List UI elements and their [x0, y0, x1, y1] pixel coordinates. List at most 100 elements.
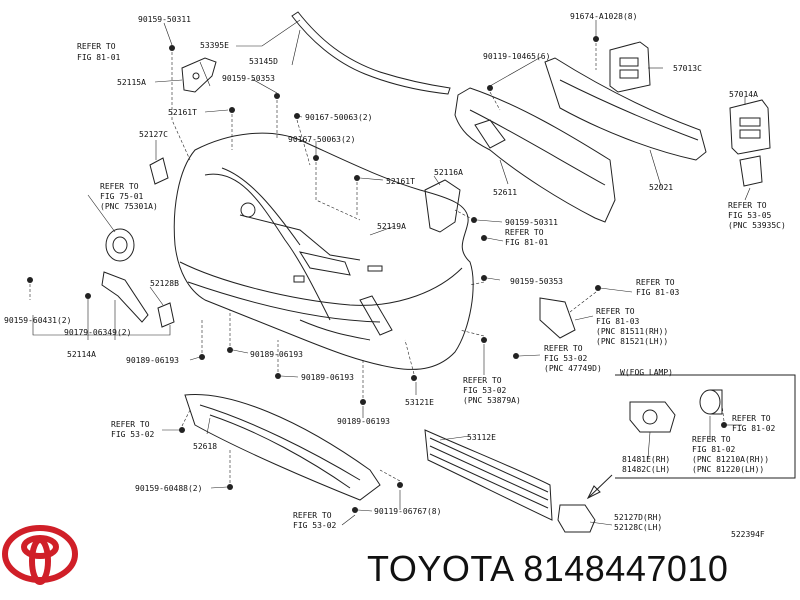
fastener-markers — [27, 36, 727, 513]
part-label: 52021 — [649, 183, 673, 192]
refer-to-label: REFER TO — [544, 344, 583, 353]
part-label: 52128B — [150, 279, 179, 288]
part-label: 90159-50353 — [510, 277, 563, 286]
bolt-marker — [313, 155, 319, 161]
fog-lamp-frame — [615, 374, 796, 479]
brand-part-number-caption: TOYOTA 8148447010 — [367, 548, 728, 590]
upper-grille-strip-outline — [291, 11, 451, 95]
refer-fig-label: FIG 75-01 — [100, 192, 144, 201]
side-lamp-bezel-outline — [539, 297, 576, 339]
bolt-marker — [411, 375, 417, 381]
retainer-52116a-outline — [424, 179, 461, 233]
part-label: 52116A — [434, 168, 463, 177]
bolt-marker — [85, 293, 91, 299]
refer-to-label: REFER TO — [596, 307, 635, 316]
part-label: 53121E — [405, 398, 434, 407]
reinforcement-52021-outline — [544, 57, 707, 161]
refer-to-label: REFER TO — [100, 182, 139, 191]
toyota-logo-icon — [2, 525, 78, 585]
part-label: 90119-10465(6) — [483, 52, 550, 61]
garnish-52127d-outline — [557, 504, 596, 533]
refer-fig-label: FIG 81-01 — [505, 238, 549, 247]
part-label: 57013C — [673, 64, 702, 73]
part-label: 90159-60431(2) — [4, 316, 71, 325]
bolt-marker — [397, 482, 403, 488]
bolt-marker — [227, 484, 233, 490]
pnc-label: (PNC 81521(LH)) — [596, 337, 668, 346]
fog-lamp-title: W(FOG LAMP) — [620, 368, 673, 377]
bolt-marker — [481, 337, 487, 343]
part-label: 90159-50353 — [222, 74, 275, 83]
refer-fig-label: FIG 53-02 — [544, 354, 588, 363]
refer-fig-label: FIG 53-05 — [728, 211, 772, 220]
under-cover-52618-outline — [184, 393, 381, 501]
part-label: 90159-50311 — [505, 218, 558, 227]
bolt-marker — [481, 235, 487, 241]
part-label: 90189-06193 — [250, 350, 303, 359]
refer-fig-label: FIG 81-02 — [732, 424, 776, 433]
refer-to-label: REFER TO — [293, 511, 332, 520]
part-label: 52128C(LH) — [614, 523, 662, 532]
bolt-marker — [595, 285, 601, 291]
cover-52128b-outline — [157, 302, 175, 328]
refer-fig-label: FIG 81-03 — [636, 288, 680, 297]
bolt-marker — [721, 422, 727, 428]
lower-grille-53112e-outline — [424, 429, 553, 521]
part-label: 52119A — [377, 222, 406, 231]
pnc-label: (PNC 81220(LH)) — [692, 465, 764, 474]
bolt-marker — [481, 275, 487, 281]
part-label: 90189-06193 — [337, 417, 390, 426]
refer-fig-label: FIG 53-02 — [463, 386, 507, 395]
pnc-label: (PNC 75301A) — [100, 202, 158, 211]
bracket-57014a-outline — [729, 99, 771, 187]
refer-fig-label: FIG 53-02 — [293, 521, 337, 530]
refer-fig-label: FIG 53-02 — [111, 430, 155, 439]
bolt-marker — [360, 399, 366, 405]
refer-to-label: REFER TO — [692, 435, 731, 444]
refer-to-label: REFER TO — [463, 376, 502, 385]
part-label: 81481E(RH) — [622, 455, 670, 464]
part-label: 81482C(LH) — [622, 465, 670, 474]
part-label: 52115A — [117, 78, 146, 87]
part-label: 52114A — [67, 350, 96, 359]
part-label: 90119-06767(8) — [374, 507, 441, 516]
bolt-marker — [179, 427, 185, 433]
bracket-52115a-outline — [181, 57, 217, 93]
retainer-52114a-outline — [101, 271, 149, 323]
part-label: 90159-60488(2) — [135, 484, 202, 493]
fog-lamp-unit-outline — [699, 389, 723, 415]
part-label: 57014A — [729, 90, 758, 99]
part-label: 53112E — [467, 433, 496, 442]
part-label: 90189-06193 — [301, 373, 354, 382]
pnc-label: (PNC 53935C) — [728, 221, 786, 230]
bolt-marker — [352, 507, 358, 513]
assembly-lines — [29, 43, 725, 483]
pnc-label: (PNC 81511(RH)) — [596, 327, 668, 336]
part-label: 90159-50311 — [138, 15, 191, 24]
pnc-label: (PNC 81210A(RH)) — [692, 455, 769, 464]
bolt-marker — [593, 36, 599, 42]
refer-to-label: REFER TO — [77, 42, 116, 51]
part-label: 52618 — [193, 442, 217, 451]
callout-labels: 90159-50311 REFER TO FIG 81-01 53395E 53… — [4, 12, 786, 532]
bolt-marker — [275, 373, 281, 379]
leader-lines — [32, 19, 751, 526]
logo-rings — [2, 525, 78, 585]
refer-to-label: REFER TO — [111, 420, 150, 429]
refer-to-label: REFER TO — [728, 201, 767, 210]
part-number: 8148447010 — [523, 548, 729, 589]
part-label: 52611 — [493, 188, 517, 197]
bolt-marker — [27, 277, 33, 283]
bracket-57013c-outline — [609, 41, 651, 93]
pnc-label: (PNC 47749D) — [544, 364, 602, 373]
bolt-marker — [274, 93, 280, 99]
refer-fig-label: FIG 81-02 — [692, 445, 736, 454]
pnc-label: (PNC 53879A) — [463, 396, 521, 405]
refer-to-label: REFER TO — [732, 414, 771, 423]
part-label: 90189-06193 — [126, 356, 179, 365]
part-label: 53395E — [200, 41, 229, 50]
bolt-marker — [513, 353, 519, 359]
part-label: 53145D — [249, 57, 278, 66]
part-label: 91674-A1028(8) — [570, 12, 637, 21]
